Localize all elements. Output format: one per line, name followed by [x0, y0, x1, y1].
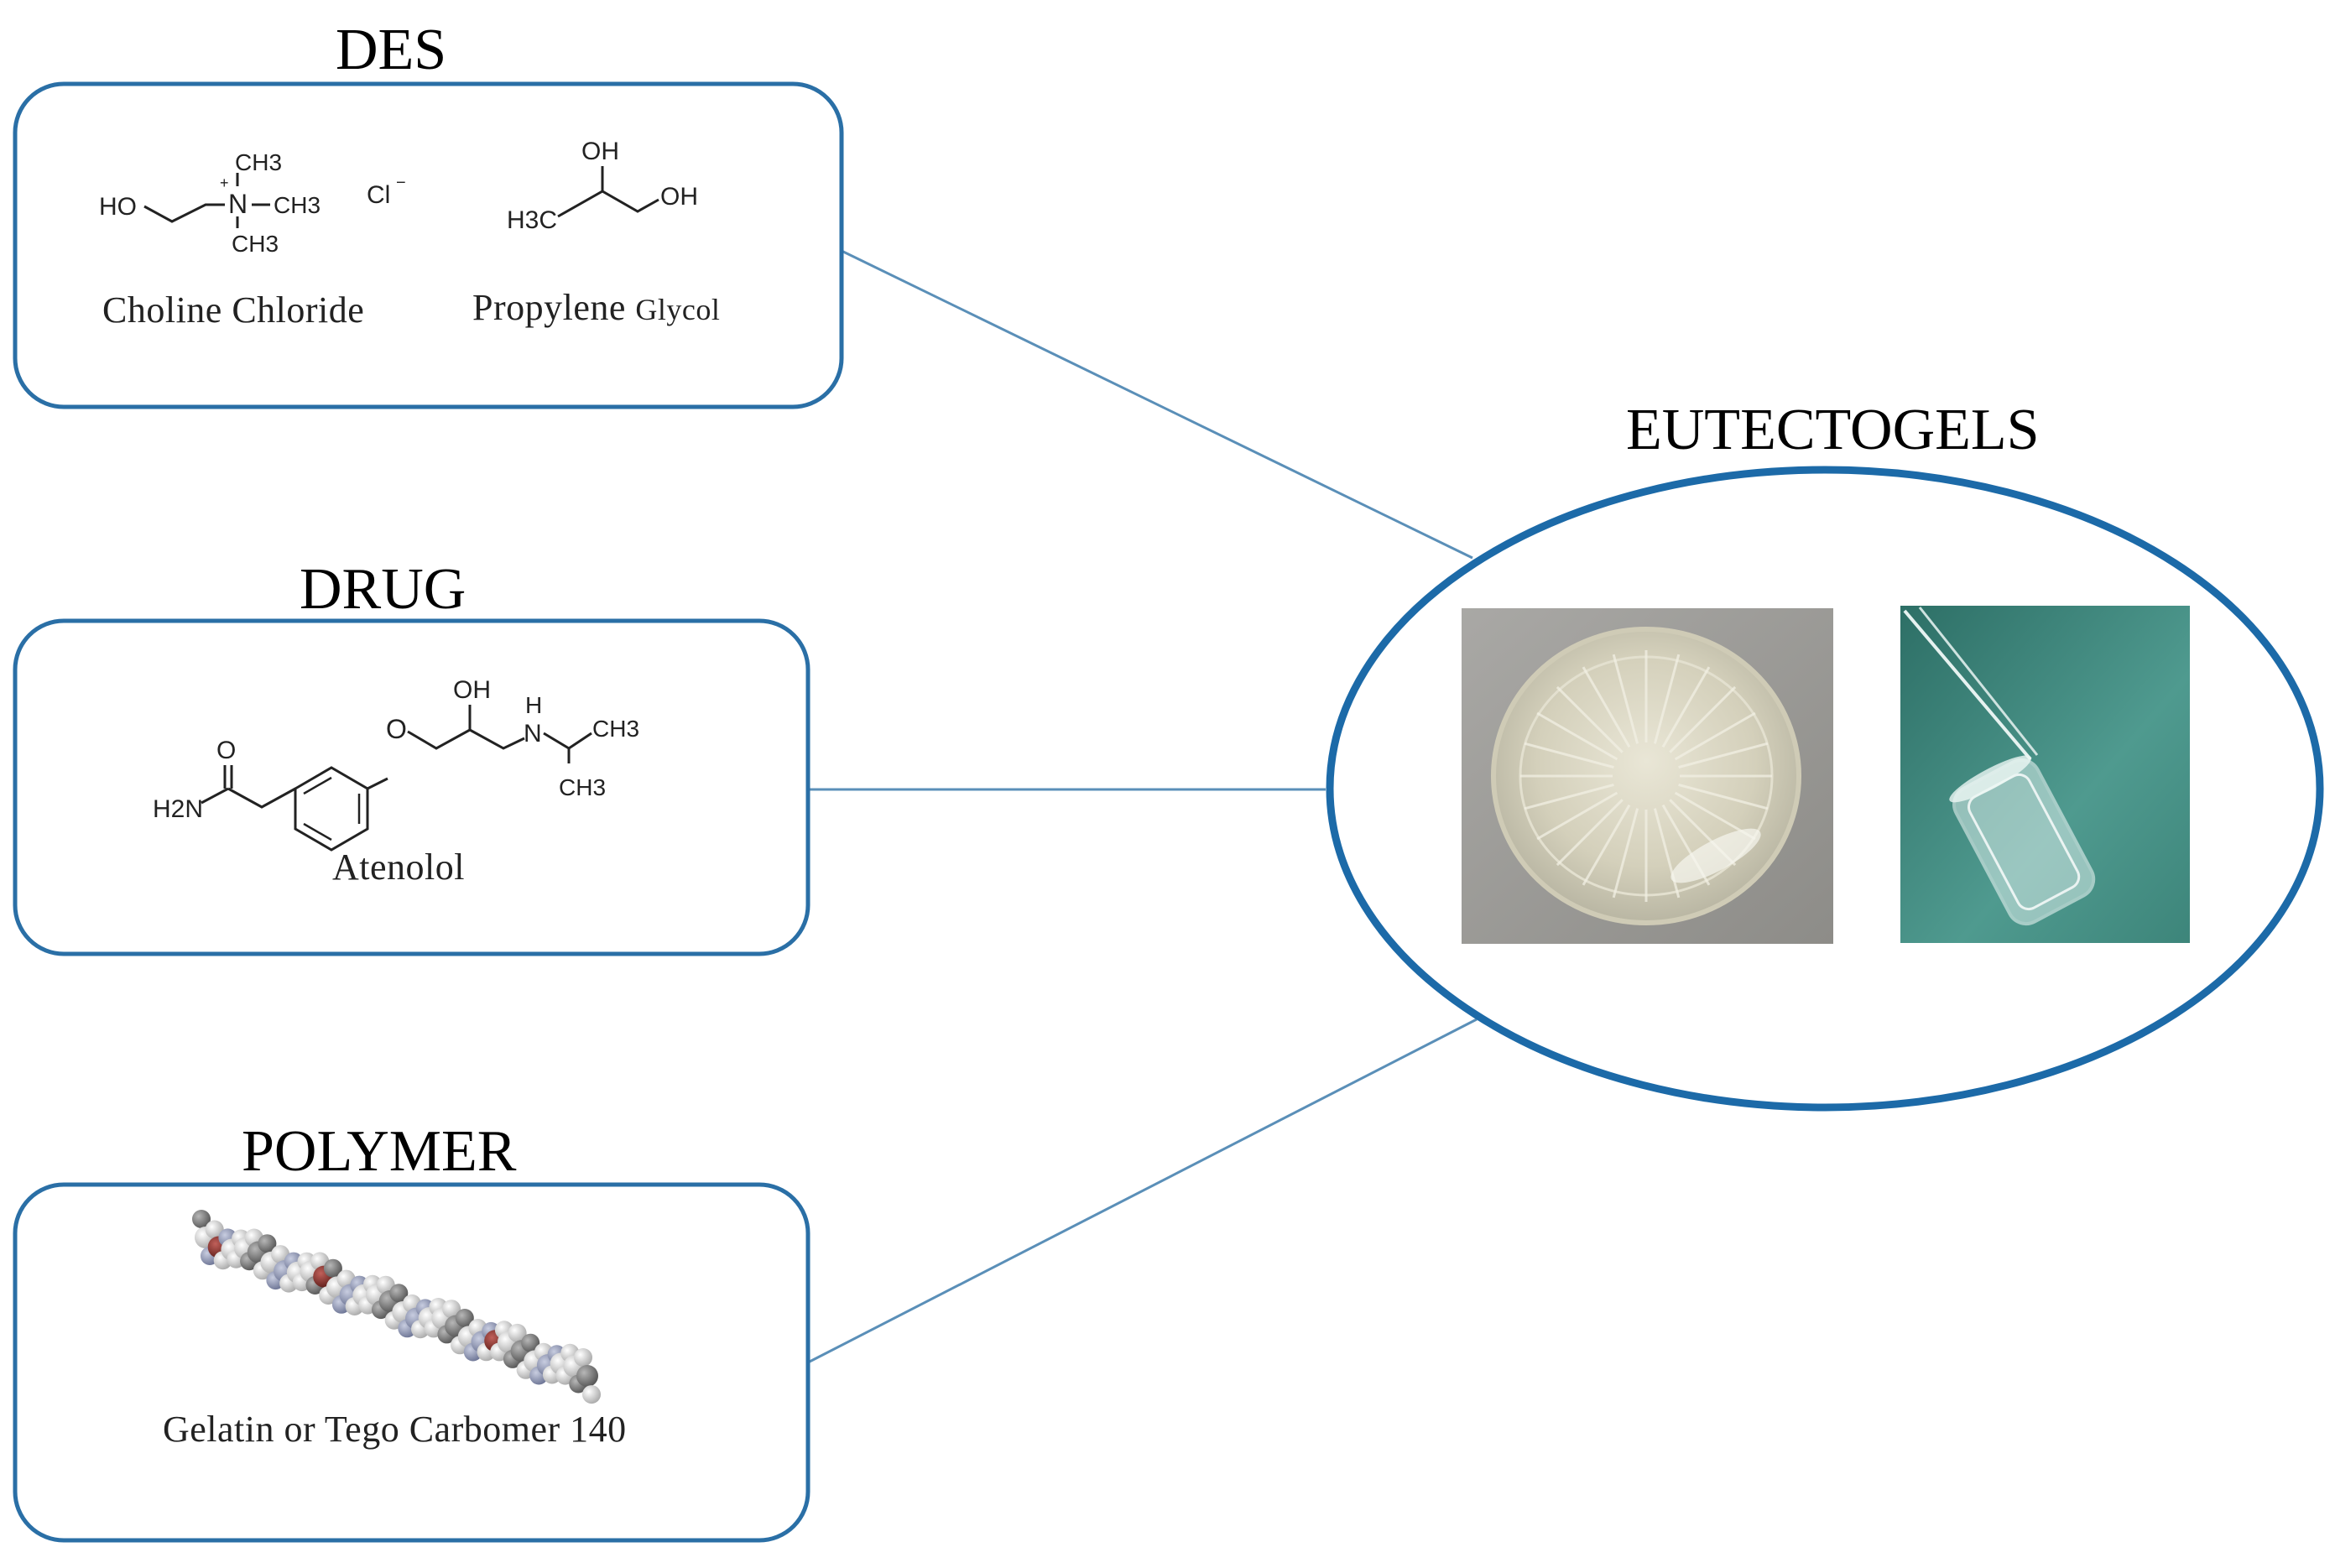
gel-rib	[1678, 742, 1769, 769]
polymer-atom	[582, 1385, 601, 1404]
choline-ch3-right: CH3	[274, 192, 321, 218]
gel-rib	[1524, 742, 1614, 769]
gel-rib	[1612, 654, 1639, 744]
polymer-atom	[192, 1210, 211, 1228]
gel-rib	[1556, 685, 1624, 753]
atenolol-oh: OH	[453, 676, 491, 704]
propylene-glycol-caption: Propylene Glycol	[472, 289, 720, 326]
atenolol-ch3-bottom: CH3	[559, 774, 606, 800]
gel-rib	[1536, 791, 1618, 841]
polymer-atom	[508, 1323, 527, 1342]
polymer-caption: Gelatin or Tego Carbomer 140	[163, 1409, 627, 1450]
choline-plus-charge: +	[220, 175, 229, 191]
connectors	[807, 249, 1478, 1364]
propylene-caption-small: Glycol	[635, 293, 721, 326]
choline-chloride-caption: Choline Chloride	[102, 289, 365, 331]
gel-disc-photo	[1462, 608, 1833, 944]
gel-rib	[1582, 804, 1631, 886]
polymer-atom	[323, 1258, 342, 1278]
propylene-caption-main: Propylene	[472, 287, 626, 328]
gel-rib	[1536, 711, 1618, 761]
choline-chloride-structure: HO N + CH3 CH3 CH3 Cl −	[99, 149, 406, 257]
pg-oh-top: OH	[581, 138, 619, 165]
gel-rib	[1556, 799, 1624, 867]
connector-polymer	[807, 1018, 1478, 1364]
gel-rib	[1612, 808, 1639, 899]
gel-rib	[1524, 783, 1614, 810]
choline-counterion: Cl	[367, 181, 390, 209]
des-box	[13, 81, 844, 409]
gel-rib	[1674, 711, 1756, 761]
polymer-atom	[442, 1300, 461, 1319]
atenolol-o-carbonyl: O	[216, 737, 236, 764]
choline-ho-label: HO	[99, 193, 137, 221]
atenolol-ch3-top: CH3	[592, 716, 639, 742]
connector-des	[841, 249, 1473, 560]
polymer-atom	[258, 1234, 277, 1253]
gel-capsule-photo	[1900, 606, 2190, 943]
gel-rib	[1653, 808, 1681, 899]
polymer-atom	[455, 1309, 474, 1327]
atenolol-o-ether: O	[386, 714, 407, 744]
eutectogels-title: EUTECTOGELS	[1626, 398, 2040, 462]
drug-title: DRUG	[300, 557, 466, 622]
propylene-glycol-structure: OH H3C OH	[507, 138, 698, 234]
des-title: DES	[336, 18, 447, 82]
gel-rib	[1582, 666, 1631, 748]
choline-ch3-bottom: CH3	[232, 231, 279, 257]
choline-ch3-top: CH3	[235, 149, 282, 175]
polymer-atom	[574, 1348, 592, 1367]
polymer-atom	[205, 1220, 224, 1239]
atenolol-caption: Atenolol	[332, 847, 465, 888]
polymer-title: POLYMER	[242, 1119, 517, 1184]
choline-n-label: N	[228, 189, 248, 219]
atenolol-structure: O H2N O OH N H CH3 CH3	[153, 676, 639, 852]
polymer-molecule-model	[192, 1210, 601, 1404]
atenolol-nh-n: N	[524, 720, 542, 748]
gel-rib	[1653, 654, 1681, 744]
choline-counterion-charge: −	[396, 174, 406, 192]
pg-oh-right: OH	[660, 183, 698, 211]
pg-h3c: H3C	[507, 206, 557, 234]
gel-rib	[1661, 666, 1711, 748]
drug-box	[13, 618, 810, 956]
atenolol-nh-h: H	[525, 692, 542, 718]
polymer-atom	[389, 1284, 409, 1303]
gel-rib	[1678, 783, 1769, 810]
polymer-box	[13, 1182, 810, 1543]
polymer-atom	[521, 1333, 540, 1352]
gel-rib	[1669, 685, 1737, 753]
atenolol-h2n: H2N	[153, 795, 203, 823]
polymer-atom	[576, 1365, 598, 1387]
